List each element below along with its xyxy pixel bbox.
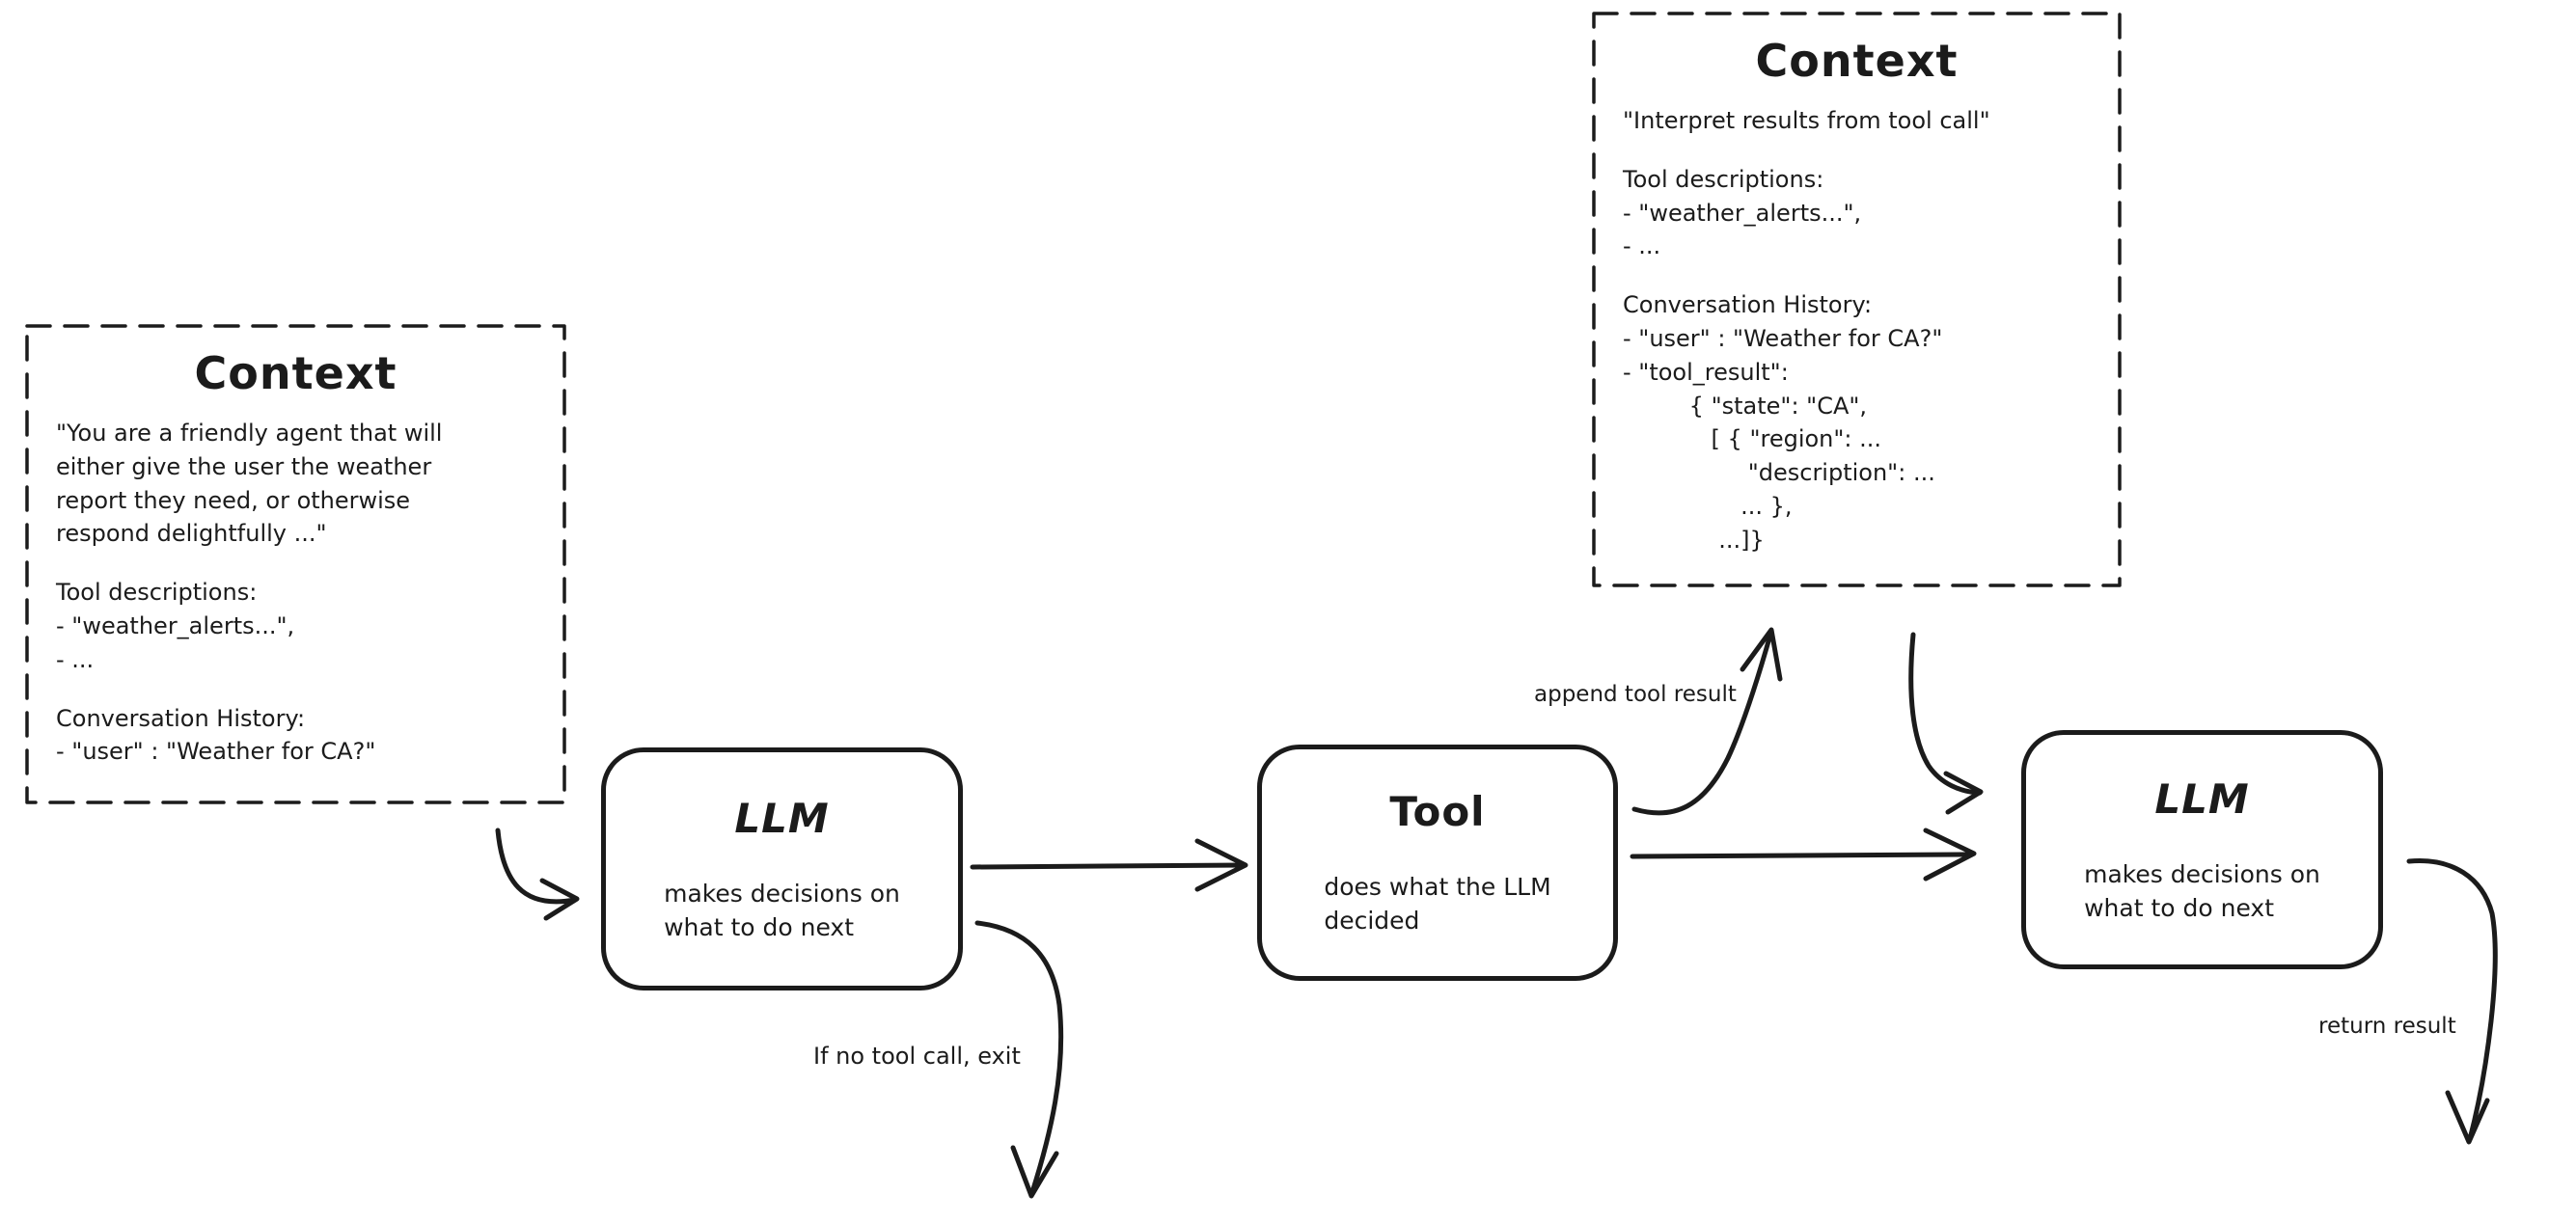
- arrow-llm2-return: [2406, 858, 2498, 1142]
- arrow-llm1-exit: [974, 920, 1064, 1195]
- arrow-tool-to-context-head: [1740, 627, 1783, 682]
- tool-node-title: Tool: [1389, 788, 1486, 835]
- context-after-tool-conversation-history: Conversation History: - "user" : "Weathe…: [1623, 291, 1943, 554]
- context-initial-title: Context: [194, 347, 397, 399]
- llm-node-2: LLM makes decisions on what to do next: [2021, 730, 2383, 969]
- context-after-tool-title: Context: [1755, 35, 1959, 87]
- arrow-context-to-llm1-head: [539, 878, 580, 921]
- arrow-context-to-llm1: [495, 828, 578, 905]
- tool-node-subtitle: does what the LLM decided: [1324, 873, 1551, 935]
- arrow-context-to-llm2: [1908, 632, 1983, 796]
- context-initial-border: [25, 324, 566, 804]
- tool-node: Tool does what the LLM decided: [1257, 745, 1618, 981]
- arrow-llm2-return-head: [2445, 1090, 2490, 1145]
- arrow-tool-to-context: [1631, 632, 1773, 816]
- context-initial-tool-descriptions: Tool descriptions: - "weather_alerts..."…: [56, 579, 295, 673]
- arrow-context-to-llm2-head: [1943, 771, 1984, 815]
- context-initial-conversation-history: Conversation History: - "user" : "Weathe…: [56, 704, 376, 766]
- append-tool-result-label: append tool result: [1534, 682, 1737, 707]
- llm-node-2-subtitle: makes decisions on what to do next: [2084, 859, 2320, 922]
- context-after-tool-tool-descriptions: Tool descriptions: - "weather_alerts..."…: [1623, 165, 1862, 260]
- llm-node-1-subtitle: makes decisions on what to do next: [664, 879, 900, 941]
- context-after-tool-system-prompt: "Interpret results from tool call": [1623, 107, 1990, 134]
- llm-node-1: LLM makes decisions on what to do next: [601, 747, 963, 990]
- context-box-initial: Context "You are a friendly agent that w…: [27, 326, 564, 802]
- context-after-tool-border: [1592, 12, 2122, 587]
- arrow-llm1-exit-head: [1010, 1145, 1059, 1199]
- arrow-llm1-to-tool-head: [1194, 838, 1248, 892]
- context-box-after-tool: Context "Interpret results from tool cal…: [1594, 14, 2120, 585]
- arrow-tool-to-llm2: [1630, 852, 1973, 859]
- arrow-llm1-to-tool: [970, 862, 1246, 870]
- no-tool-call-exit-label: If no tool call, exit: [813, 1043, 1021, 1070]
- llm-node-1-title: LLM: [734, 794, 830, 842]
- llm-node-2-title: LLM: [2154, 774, 2250, 823]
- context-initial-system-prompt: "You are a friendly agent that will eith…: [56, 420, 443, 548]
- return-result-label: return result: [2318, 1014, 2456, 1039]
- arrow-tool-to-llm2-head: [1923, 828, 1977, 882]
